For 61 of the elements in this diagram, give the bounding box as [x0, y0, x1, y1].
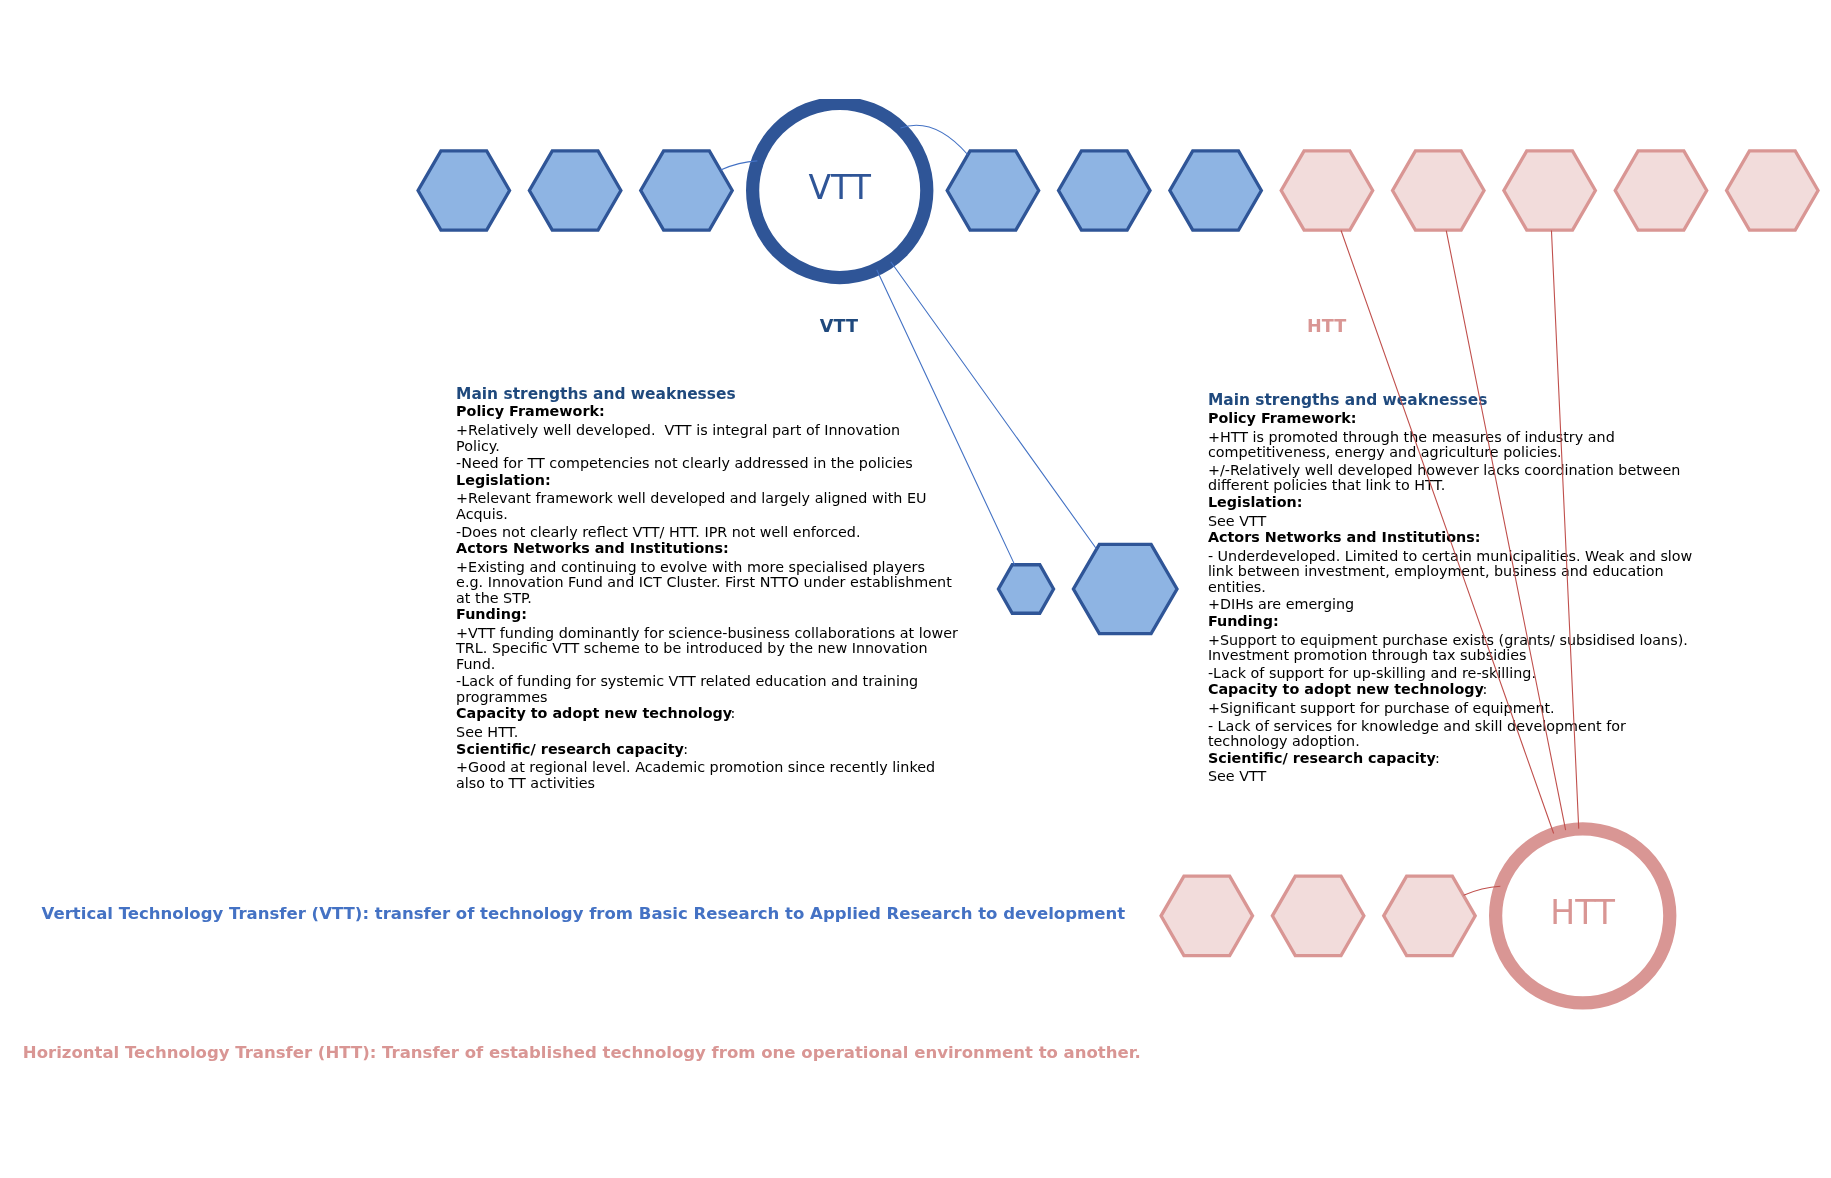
node-hexagon	[638, 149, 735, 232]
label: -Lack of funding for systemic VTT related education and training programmes	[456, 673, 919, 705]
node-hexagon	[1501, 149, 1598, 232]
label: -Lack of support for up-skilling and re-skilling.	[1207, 664, 1537, 681]
node-hexagon	[1167, 149, 1264, 232]
label: +Existing and continuing to evolve with more specialised players e.g. Innovation Fund and ICT Cluster. First NTTO under establishment at the STP.	[456, 558, 952, 606]
label: Main strengths and weaknesses	[1207, 391, 1488, 410]
label: See VTT	[1207, 512, 1267, 529]
node-hexagon	[527, 149, 623, 232]
connector	[899, 124, 969, 156]
label: Funding:	[1207, 612, 1279, 629]
connector	[876, 269, 1016, 566]
label: Policy Framework:	[456, 403, 605, 420]
node-hexagon	[1613, 149, 1709, 232]
label: Legislation:	[1207, 493, 1303, 510]
node-hexagon	[1270, 874, 1366, 958]
label: VTT	[819, 316, 858, 337]
label: Scientific/ research capacity:	[456, 740, 689, 757]
node-hexagon	[1390, 149, 1486, 232]
connector	[1463, 885, 1501, 896]
label: +VTT funding dominantly for science-business collaborations at lower TRL. Specific VTT scheme to be introduced by the new Innovation Fund.	[456, 624, 958, 672]
label: See HTT.	[456, 724, 519, 741]
label: Scientific/ research capacity:	[1207, 749, 1440, 766]
label: Horizontal Technology Transfer (HTT): Transfer of established technology from one operational environment to another.	[22, 1043, 1141, 1063]
label: +Relevant framework well developed and largely aligned with EU Acquis.	[456, 490, 927, 522]
node-hexagon	[945, 149, 1041, 232]
label: Actors Networks and Institutions:	[456, 540, 729, 557]
connector	[720, 160, 758, 171]
connector	[1340, 229, 1555, 835]
label: Vertical Technology Transfer (VTT): transfer of technology from Basic Research to Applied Research to development	[41, 904, 1126, 924]
label: +Good at regional level. Academic promotion since recently linked also to TT activities	[456, 759, 936, 791]
node-hexagon	[416, 149, 512, 232]
node-hexagon	[1381, 874, 1478, 958]
label: Policy Framework:	[1207, 409, 1357, 426]
label: Legislation:	[456, 471, 551, 488]
label: HTT	[1307, 316, 1347, 337]
label: Actors Networks and Institutions:	[1207, 529, 1481, 546]
label: Capacity to adopt new technology:	[1207, 681, 1488, 698]
label: +Relatively well developed. VTT is integral part of Innovation Policy.	[456, 422, 901, 454]
node-hexagon	[1279, 149, 1375, 232]
label: -Need for TT competencies not clearly addressed in the policies	[456, 455, 913, 472]
label: -Does not clearly reflect VTT/ HTT. IPR not well enforced.	[456, 523, 861, 540]
label: +Support to equipment purchase exists (grants/ subsidised loans). Investment promotion through tax subsidies	[1207, 631, 1688, 663]
label: +Significant support for purchase of equipment.	[1207, 699, 1555, 716]
label: Capacity to adopt new technology:	[456, 705, 736, 722]
label: Funding:	[456, 606, 527, 623]
connector	[1550, 229, 1580, 830]
node-hexagon	[996, 563, 1056, 615]
label: See VTT	[1207, 768, 1267, 785]
node-hexagon	[1071, 542, 1179, 636]
node-hexagon	[1056, 149, 1152, 232]
label: +DIHs are emerging	[1207, 596, 1355, 613]
label: +HTT is promoted through the measures of industry and competitiveness, energy and agriculture policies.	[1207, 428, 1615, 461]
node-circle: HTT	[1489, 822, 1677, 1010]
node-hexagon	[1159, 874, 1255, 958]
connector	[1445, 229, 1567, 831]
node-circle: VTT	[746, 99, 934, 285]
connector	[890, 261, 1097, 550]
node-hexagon	[1724, 149, 1820, 232]
label: - Lack of services for knowledge and skill development for technology adoption.	[1207, 717, 1626, 749]
label: Main strengths and weaknesses	[456, 384, 736, 403]
